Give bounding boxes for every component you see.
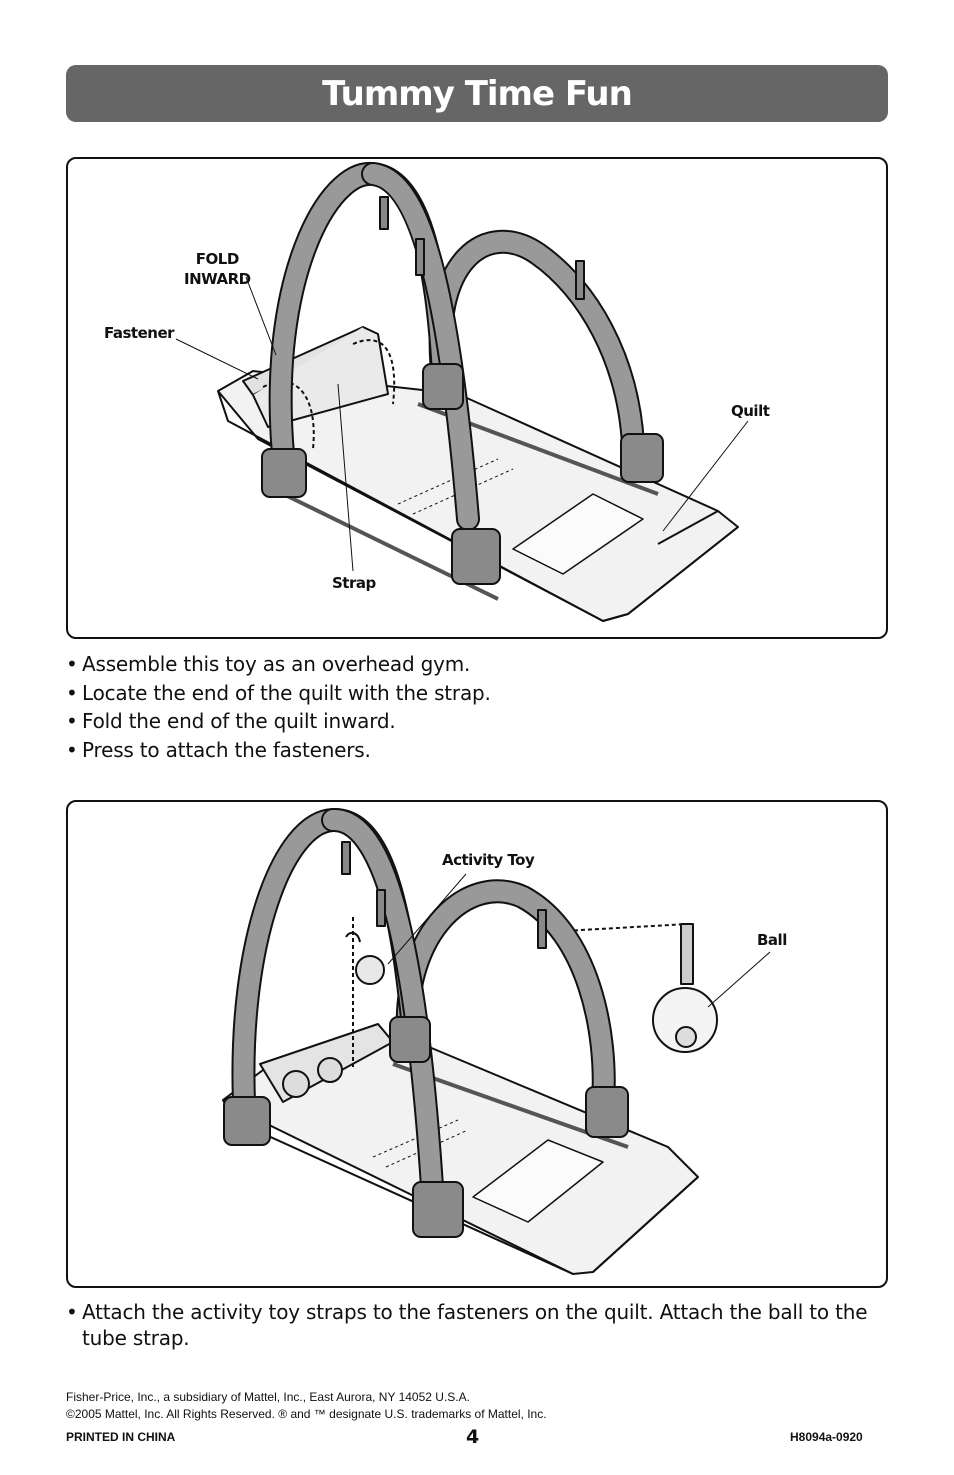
- fold-inward-label: FOLD INWARD: [184, 249, 251, 289]
- fastener-label: Fastener: [104, 324, 175, 342]
- strap-label: Strap: [332, 574, 376, 592]
- instruction-item: •Locate the end of the quilt with the st…: [66, 680, 491, 705]
- footer-printed: PRINTED IN CHINA: [66, 1430, 176, 1444]
- page-title: Tummy Time Fun: [322, 73, 633, 114]
- instruction-list-2: •Attach the activity toy straps to the f…: [66, 1299, 888, 1351]
- instruction-list-1: •Assemble this toy as an overhead gym. •…: [66, 650, 491, 764]
- footer-code: H8094a-0920: [790, 1430, 863, 1444]
- fold-inward-text: FOLD INWARD: [184, 250, 251, 288]
- page-number: 4: [466, 1426, 480, 1448]
- instruction-item: •Fold the end of the quilt inward.: [66, 709, 396, 733]
- footer-copyright: ©2005 Mattel, Inc. All Rights Reserved. …: [66, 1407, 547, 1421]
- instruction-item: •Assemble this toy as an overhead gym.: [66, 652, 471, 676]
- quilt-label: Quilt: [731, 402, 770, 420]
- gym-toy-illustration: [222, 808, 771, 1275]
- gym-fold-illustration: [175, 161, 749, 622]
- figure-1-panel: FOLD INWARD Fastener Quilt Strap: [66, 157, 888, 639]
- activity-toy-label: Activity Toy: [442, 851, 535, 869]
- figure-2-panel: Activity Toy Ball: [66, 800, 888, 1288]
- instruction-item: •Press to attach the fasteners.: [66, 737, 371, 762]
- title-banner: Tummy Time Fun: [66, 65, 888, 122]
- ball-label: Ball: [757, 931, 787, 949]
- instruction-item: •Attach the activity toy straps to the f…: [66, 1300, 868, 1350]
- footer-company: Fisher-Price, Inc., a subsidiary of Matt…: [66, 1390, 470, 1404]
